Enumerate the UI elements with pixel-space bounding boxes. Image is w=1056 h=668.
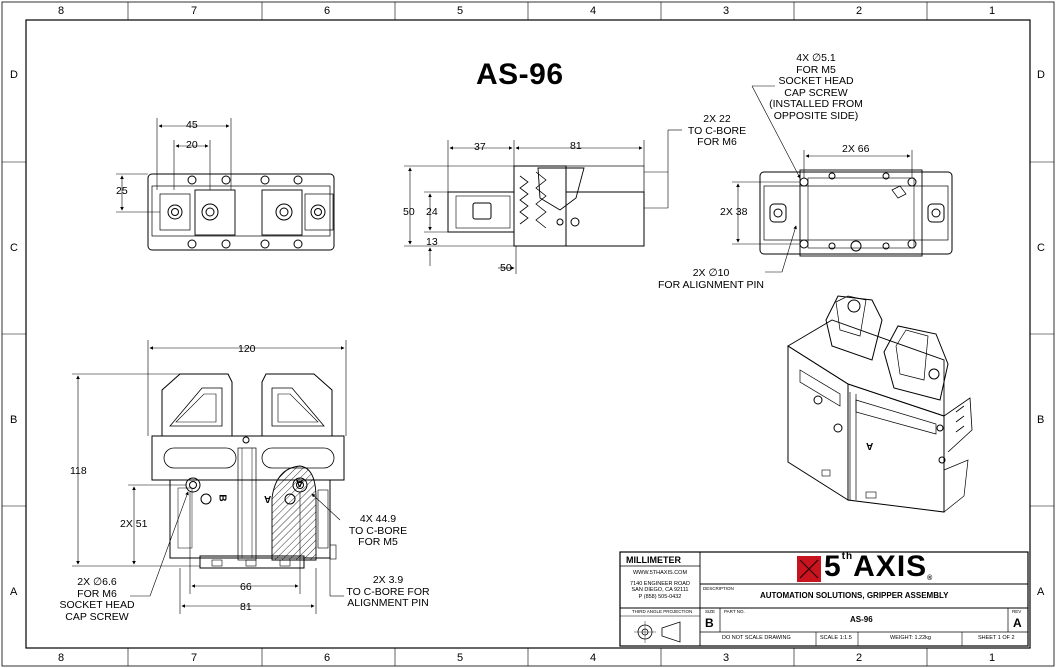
iso-mark-a: A (866, 440, 874, 451)
dim-24: 24 (426, 206, 438, 218)
zone-col-4-bottom: 4 (590, 652, 597, 664)
zone-row-c-right: C (1037, 242, 1045, 254)
dim-50-side: 50 (403, 206, 415, 218)
title-block (619, 551, 1029, 647)
screw-m5-note: 4X ∅5.1 FOR M5 SOCKET HEAD CAP SCREW (IN… (769, 52, 863, 122)
zone-row-d-right: D (1037, 69, 1045, 81)
zone-col-3-bottom: 3 (723, 652, 730, 664)
company-address: WWW.5THAXIS.COM 7140 ENGINEER ROAD SAN D… (630, 570, 690, 600)
dim-81-front: 81 (240, 601, 252, 613)
side-view (404, 129, 682, 274)
dim-37: 37 (474, 141, 486, 153)
no-scale-note: DO NOT SCALE DRAWING (722, 635, 791, 641)
cbore-m6-note: 2X 22 TO C-BORE FOR M6 (687, 113, 747, 148)
zone-col-8-top: 8 (58, 5, 65, 17)
zone-col-8-bottom: 8 (58, 652, 65, 664)
zone-col-6-top: 6 (324, 5, 331, 17)
section-mark-b: B (216, 494, 228, 502)
zone-col-5-top: 5 (457, 5, 464, 17)
m6-screw-note: 2X ∅6.6 FOR M6 SOCKET HEAD CAP SCREW (59, 576, 135, 623)
dim-25: 25 (116, 185, 128, 197)
dim-13: 13 (426, 236, 438, 248)
zone-col-1-bottom: 1 (989, 652, 996, 664)
description-label: DESCRIPTION (703, 586, 734, 591)
dim-81-side: 81 (570, 140, 582, 152)
size-label: SIZE (705, 609, 716, 614)
sheet-value: SHEET 1 OF 2 (978, 635, 1015, 641)
rev-label: REV (1012, 609, 1022, 614)
description-value: AUTOMATION SOLUTIONS, GRIPPER ASSEMBLY (760, 591, 949, 600)
front-view (72, 340, 347, 614)
company-logo: 5thAXIS® (824, 550, 934, 583)
zone-col-3-top: 3 (723, 5, 730, 17)
zone-row-b-left: B (10, 414, 18, 426)
zone-col-2-top: 2 (856, 5, 863, 17)
alignment-pin-cbore-note: 2X 3.9 TO C-BORE FOR ALIGNMENT PIN (346, 574, 430, 609)
drawing-title: AS-96 (476, 58, 564, 91)
top-view (116, 118, 335, 251)
dim-50-bottom: 50 (500, 262, 512, 274)
zone-row-a-left: A (10, 586, 18, 598)
section-mark-a-right: A (296, 477, 304, 488)
zone-col-7-bottom: 7 (191, 652, 198, 664)
right-view (732, 85, 953, 273)
zone-row-c-left: C (10, 242, 18, 254)
zone-col-7-top: 7 (191, 5, 198, 17)
dim-66-front: 66 (240, 581, 252, 593)
zone-col-1-top: 1 (989, 5, 996, 17)
dim-2x-66: 2X 66 (842, 143, 870, 155)
rev-value: A (1013, 616, 1022, 630)
dim-20: 20 (186, 139, 198, 151)
dim-2x-51: 2X 51 (120, 518, 148, 530)
scale-value: SCALE 1:1.5 (820, 635, 852, 641)
zone-col-6-bottom: 6 (324, 652, 331, 664)
dim-118: 118 (70, 465, 87, 477)
m5-cbore-note: 4X 44.9 TO C-BORE FOR M5 (348, 513, 408, 548)
zone-col-2-bottom: 2 (856, 652, 863, 664)
partno-label: PART NO. (724, 609, 745, 614)
dim-45: 45 (186, 119, 198, 131)
units-label: MILLIMETER (626, 555, 681, 565)
zone-col-4-top: 4 (590, 5, 597, 17)
isometric-view (787, 295, 973, 513)
partno-value: AS-96 (850, 615, 873, 624)
zone-row-b-right: B (1037, 414, 1045, 426)
projection-label: THIRD ANGLE PROJECTION (632, 609, 693, 614)
dim-120: 120 (238, 343, 256, 355)
zone-row-a-right: A (1037, 586, 1045, 598)
alignment-pin-note: 2X ∅10 FOR ALIGNMENT PIN (658, 267, 764, 291)
dim-2x-38: 2X 38 (720, 206, 748, 218)
zone-row-d-left: D (10, 69, 18, 81)
weight-value: WEIGHT: 1.22kg (890, 635, 931, 641)
size-value: B (705, 616, 714, 630)
section-mark-a-left: A (264, 493, 272, 504)
zone-col-5-bottom: 5 (457, 652, 464, 664)
